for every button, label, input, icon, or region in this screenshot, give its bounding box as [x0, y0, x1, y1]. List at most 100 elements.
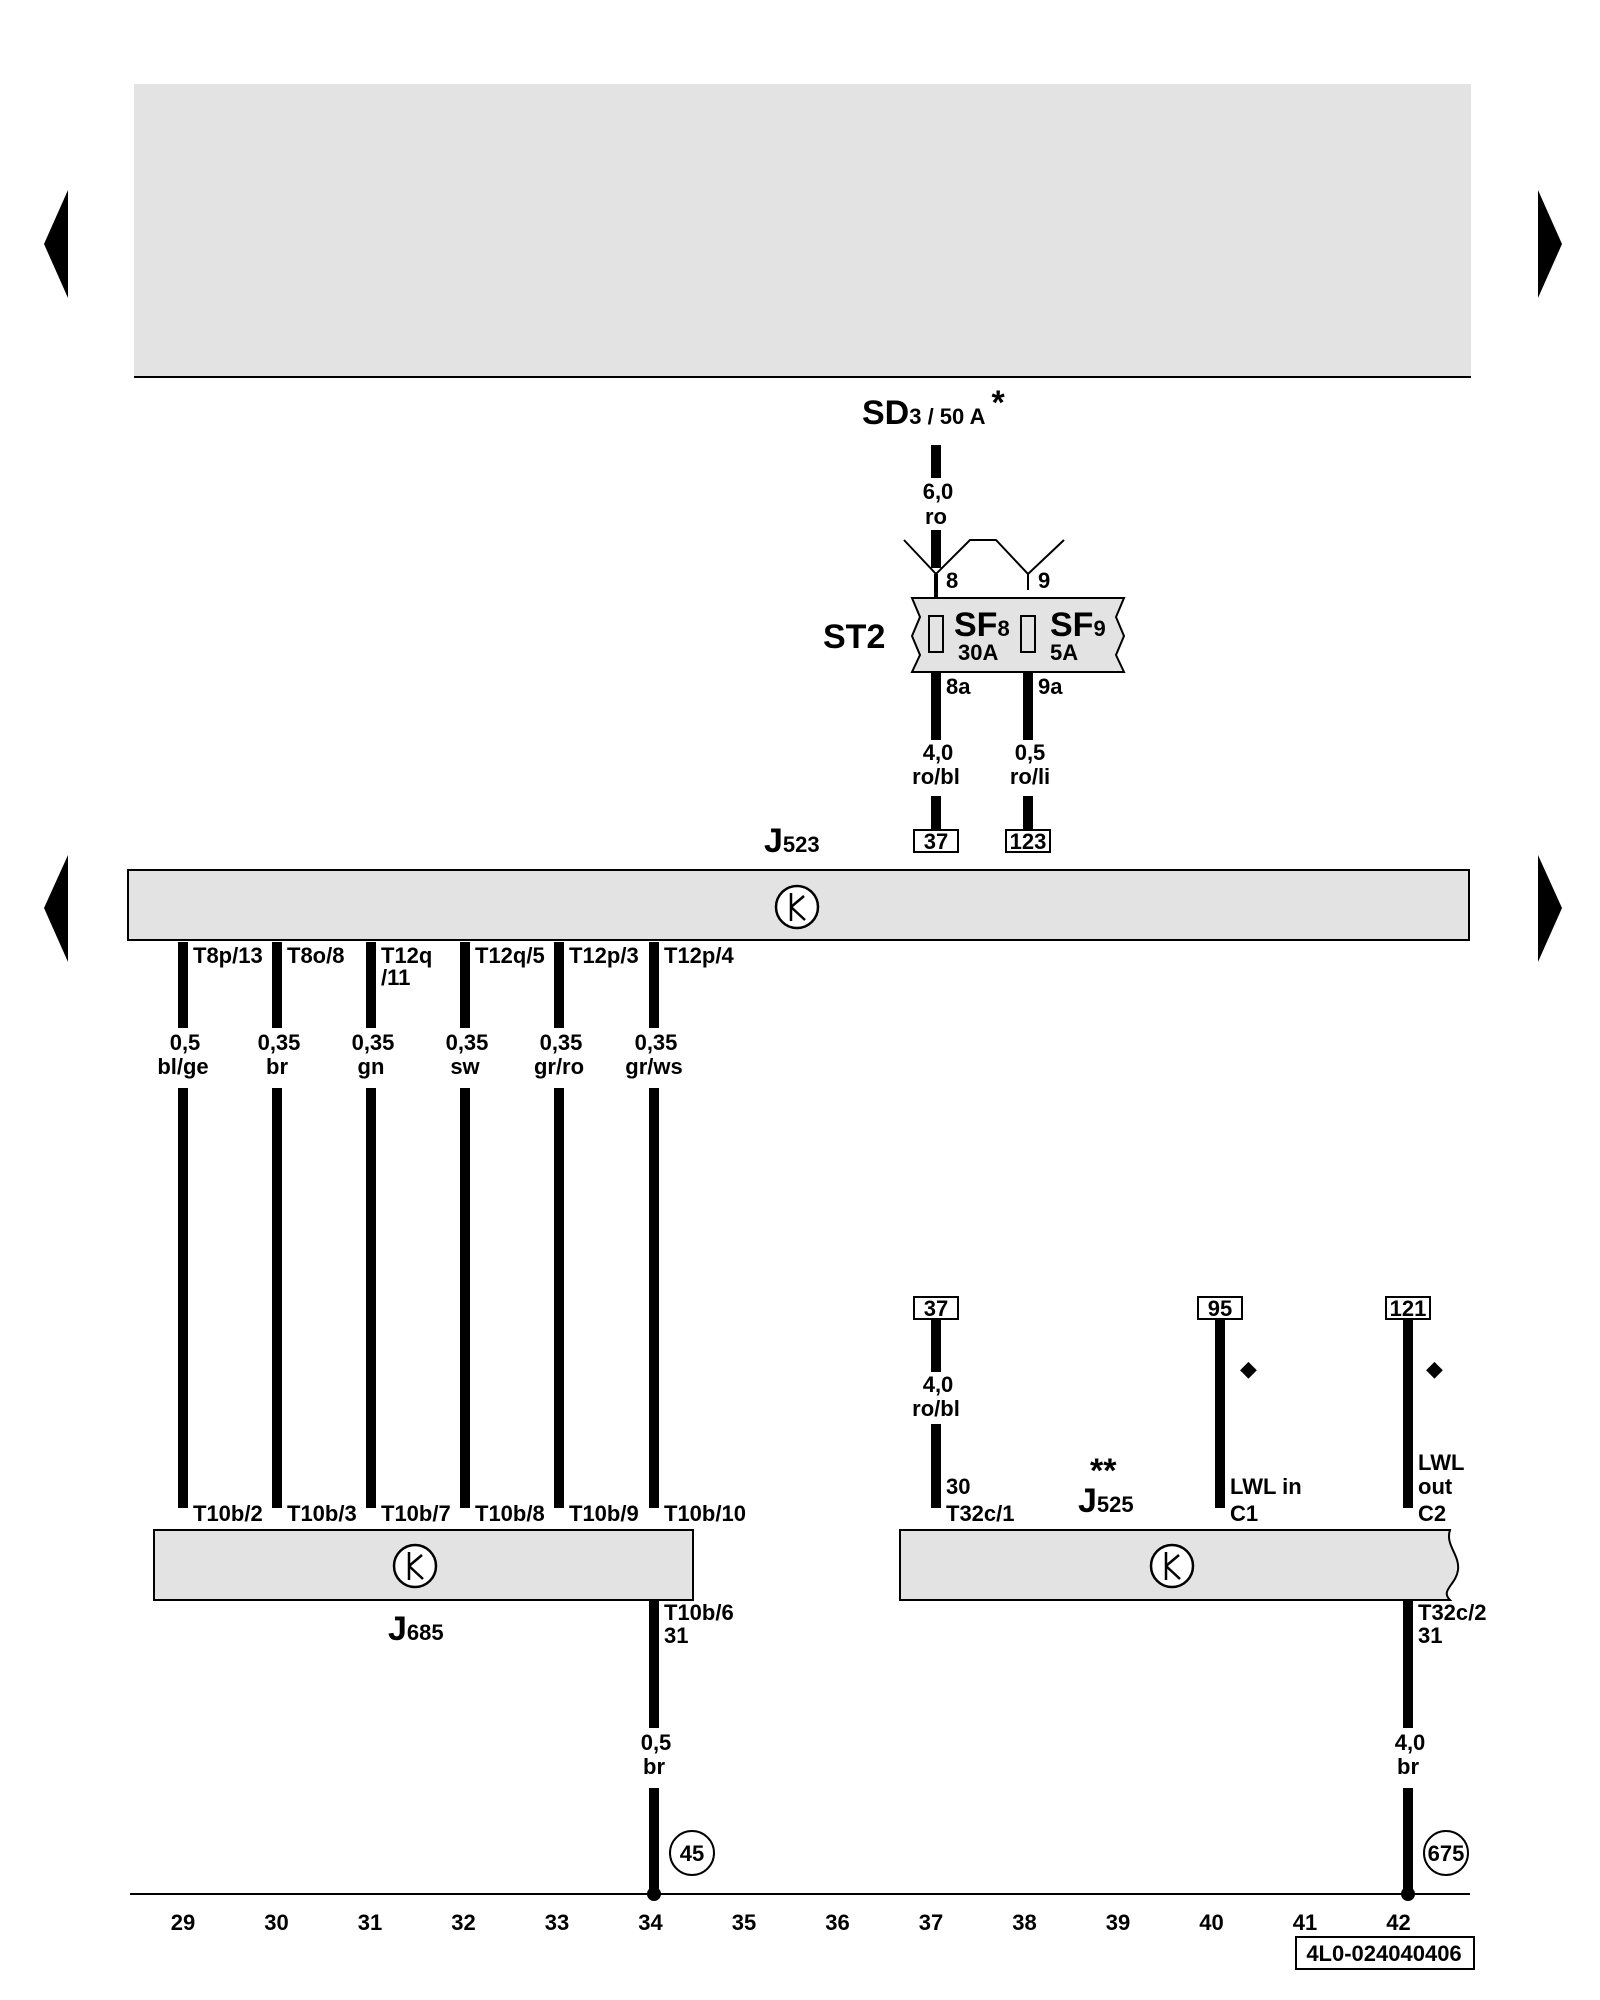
wire-label-bg — [1010, 742, 1050, 796]
ground-ref-circle[interactable] — [669, 1830, 715, 1876]
wire-bottom-pin: T10b/7 — [381, 1501, 451, 1526]
lwl-in-marker: ◆ — [1240, 1356, 1257, 1381]
ref-box-text: 121 — [1390, 1296, 1427, 1321]
j685-ground-pin: T10b/6 — [664, 1600, 734, 1625]
j685-ground-term: 31 — [664, 1623, 688, 1648]
column-number: 31 — [358, 1910, 382, 1935]
column-number: 41 — [1293, 1910, 1317, 1935]
column-number: 29 — [171, 1910, 195, 1935]
lwl-out-label-1: LWL — [1418, 1450, 1464, 1475]
column-number: 36 — [825, 1910, 849, 1935]
wire-top-pin: T8p/13 — [193, 943, 263, 968]
wire-label-bg — [1384, 1730, 1434, 1788]
ref-box-text: 37 — [924, 829, 948, 854]
fuse9-wire-color: ro/li — [1010, 764, 1050, 789]
j685-transistor-icon — [392, 1543, 438, 1589]
ref-box[interactable] — [1005, 829, 1051, 853]
column-number: 40 — [1199, 1910, 1223, 1935]
column-number: 34 — [638, 1910, 663, 1935]
fuse9-wire-size: 0,5 — [1015, 740, 1046, 765]
wire-top-pin: T12q — [381, 943, 432, 968]
lwl-in-pin: C1 — [1230, 1501, 1258, 1526]
wire-size: 0,5 — [170, 1030, 201, 1055]
next-section-arrow-icon[interactable] — [1538, 855, 1562, 962]
j525-transistor-icon — [1149, 1543, 1195, 1589]
column-number: 38 — [1012, 1910, 1036, 1935]
header-panel — [134, 84, 1471, 377]
fuse9-in-pin: 9 — [1038, 568, 1050, 593]
lwl-out-marker: ◆ — [1426, 1356, 1443, 1381]
wire-top-pin-cont: /11 — [381, 965, 410, 990]
wire-color: sw — [450, 1054, 480, 1079]
j685-label: J685 — [388, 1610, 444, 1648]
j525-in-size: 4,0 — [923, 1372, 954, 1397]
ground-ref-text: 675 — [1428, 1841, 1465, 1866]
wire-bottom-pin: T10b/8 — [475, 1501, 545, 1526]
fuse-box-name: ST2 — [823, 618, 885, 656]
prev-section-arrow-icon[interactable] — [44, 855, 68, 962]
j525-label: J525 — [1078, 1482, 1134, 1520]
j525-in-term: 30 — [946, 1474, 970, 1499]
fuse9-rating: 5A — [1050, 640, 1078, 665]
wire-bottom-pin: T10b/10 — [664, 1501, 746, 1526]
supply-label: SD3 / 50 A* — [862, 384, 1005, 432]
wire-size: 0,35 — [446, 1030, 489, 1055]
wire-label-bg — [620, 1030, 688, 1088]
lwl-in-label: LWL in — [1230, 1474, 1302, 1499]
fuse8-wire-size: 4,0 — [923, 740, 954, 765]
wire-label-bg — [920, 742, 960, 796]
wire-label-bg — [630, 1730, 680, 1788]
wire-color: bl/ge — [157, 1054, 208, 1079]
column-number: 37 — [919, 1910, 943, 1935]
j525-ground-pin: T32c/2 — [1418, 1600, 1487, 1625]
wire-bottom-pin: T10b/3 — [287, 1501, 357, 1526]
lwl-out-label-2: out — [1418, 1474, 1453, 1499]
wire-color: br — [266, 1054, 288, 1079]
fuse8-rating: 30A — [958, 640, 998, 665]
j525-mark: ** — [1090, 1452, 1117, 1490]
j523-transistor-icon — [774, 884, 820, 930]
footer-code: 4L0-024040406 — [1306, 1941, 1461, 1966]
next-page-arrow-icon[interactable] — [1538, 190, 1562, 298]
lwl-out-pin: C2 — [1418, 1501, 1446, 1526]
j525-in-pin: T32c/1 — [946, 1501, 1015, 1526]
supply-wire-size: 6,0 — [923, 479, 954, 504]
wire-color: gr/ws — [625, 1054, 682, 1079]
fuse9-out-pin: 9a — [1038, 674, 1063, 699]
j685-ground-size: 0,5 — [641, 1730, 672, 1755]
fuse8-in-pin: 8 — [946, 568, 958, 593]
wire-label-bg — [337, 1030, 405, 1088]
ref-box-text: 95 — [1208, 1296, 1232, 1321]
j525-ground-color: br — [1397, 1754, 1419, 1779]
fuse8-icon — [928, 615, 944, 653]
wire-size: 0,35 — [258, 1030, 301, 1055]
fuse8-out-pin: 8a — [946, 674, 971, 699]
j525-in-color: ro/bl — [912, 1396, 960, 1421]
wire-top-pin: T8o/8 — [287, 943, 344, 968]
fuse8-wire-color: ro/bl — [912, 764, 960, 789]
wire-label-bg — [149, 1030, 217, 1088]
wire-top-pin: T12q/5 — [475, 943, 545, 968]
fuse-bridge — [903, 539, 1065, 576]
j523-wire-group: T8p/130,5bl/geT10b/2T8o/80,35brT10b/3T12… — [149, 942, 746, 1526]
j525-ground-size: 4,0 — [1395, 1730, 1426, 1755]
j685-ground-color: br — [643, 1754, 665, 1779]
wire-label-bg — [243, 1030, 311, 1088]
ref-box[interactable] — [913, 829, 959, 853]
prev-page-arrow-icon[interactable] — [44, 190, 68, 298]
footer-code-box — [1295, 1936, 1475, 1970]
column-number: 33 — [545, 1910, 569, 1935]
wire-top-pin: T12p/4 — [664, 943, 734, 968]
wire-bottom-pin: T10b/9 — [569, 1501, 639, 1526]
column-number: 30 — [264, 1910, 288, 1935]
j525-ground-term: 31 — [1418, 1623, 1442, 1648]
wire-label-bg — [431, 1030, 499, 1088]
ground-ref-circle[interactable] — [1423, 1830, 1469, 1876]
wire-size: 0,35 — [635, 1030, 678, 1055]
fuse-box-body — [910, 597, 1126, 673]
fuse9-label: SF9 — [1050, 606, 1106, 644]
ref-box-text: 123 — [1010, 829, 1047, 854]
supply-wire-color: ro — [925, 504, 947, 529]
